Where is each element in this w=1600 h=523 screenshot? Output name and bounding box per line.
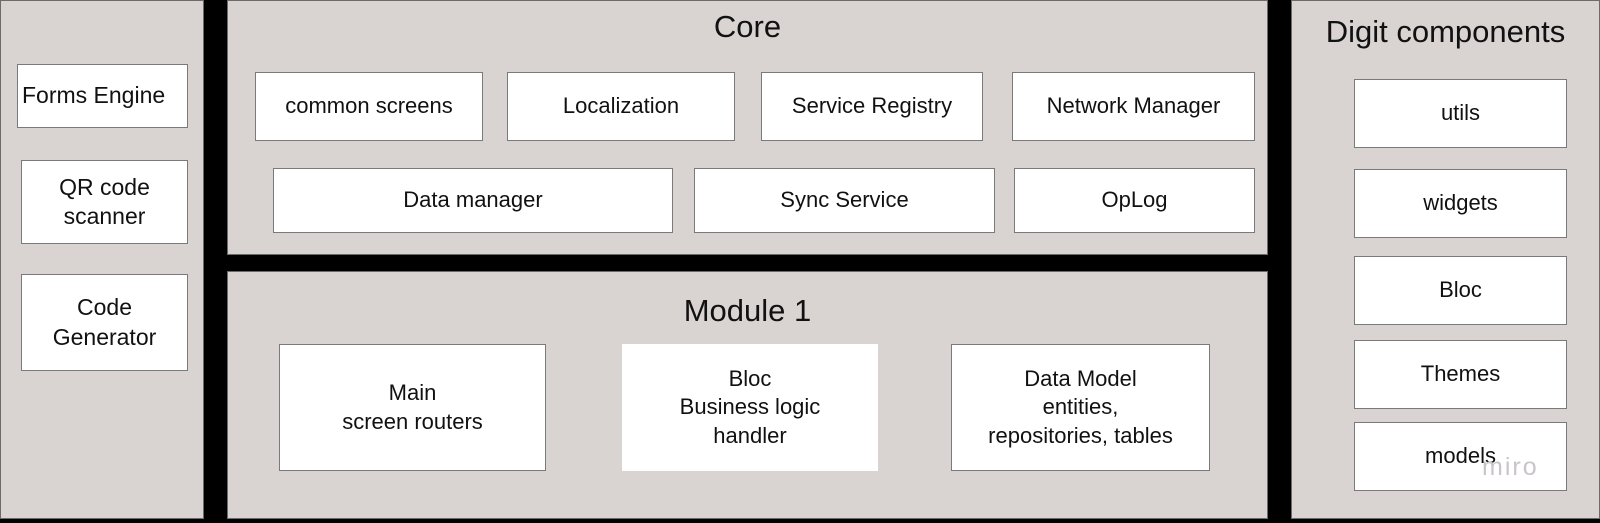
node-models[interactable]: models	[1354, 422, 1567, 491]
digit-components-panel-title: Digit components	[1325, 14, 1566, 49]
node-label: Code Generator	[52, 294, 157, 350]
node-main-screen-routers[interactable]: Main screen routers	[279, 344, 546, 471]
node-label: utils	[1440, 100, 1481, 126]
node-label: Bloc	[1439, 277, 1482, 303]
node-bloc[interactable]: Bloc	[1354, 256, 1567, 325]
node-label: Network Manager	[1046, 93, 1221, 119]
node-label: widgets	[1423, 190, 1498, 216]
node-label: Localization	[562, 93, 680, 119]
node-label: Forms Engine	[22, 82, 166, 109]
digit-components-panel: Digit components utils widgets Bloc Them…	[1291, 0, 1600, 519]
node-sync-service[interactable]: Sync Service	[694, 168, 995, 233]
left-panel: Forms Engine QR code scanner Code Genera…	[0, 0, 204, 519]
node-label: Data manager	[403, 187, 543, 213]
node-label: common screens	[285, 93, 453, 119]
node-label: Service Registry	[791, 93, 953, 119]
node-qr-code-scanner[interactable]: QR code scanner	[21, 160, 188, 244]
node-label: QR code scanner	[59, 173, 150, 229]
node-network-manager[interactable]: Network Manager	[1012, 72, 1255, 141]
node-localization[interactable]: Localization	[507, 72, 735, 141]
node-widgets[interactable]: widgets	[1354, 169, 1567, 238]
core-panel: Core common screens Localization Service…	[227, 0, 1268, 255]
node-common-screens[interactable]: common screens	[255, 72, 483, 141]
node-utils[interactable]: utils	[1354, 79, 1567, 148]
node-label: Main screen routers	[342, 380, 483, 434]
node-label: Themes	[1420, 361, 1501, 387]
module-1-panel: Module 1 Main screen routers Bloc Busine…	[227, 271, 1268, 519]
node-label: models	[1425, 443, 1496, 469]
node-forms-engine[interactable]: Forms Engine	[17, 64, 188, 128]
node-label: Sync Service	[780, 187, 909, 213]
node-label: Bloc Business logic handler	[679, 366, 821, 448]
core-panel-title: Core	[713, 9, 782, 44]
node-bloc-business-logic-handler[interactable]: Bloc Business logic handler	[622, 344, 878, 471]
node-label: Data Model entities, repositories, table…	[988, 366, 1173, 448]
node-data-manager[interactable]: Data manager	[273, 168, 673, 233]
node-label: OpLog	[1101, 187, 1168, 213]
node-code-generator[interactable]: Code Generator	[21, 274, 188, 371]
module-1-panel-title: Module 1	[683, 293, 812, 328]
node-service-registry[interactable]: Service Registry	[761, 72, 983, 141]
node-data-model[interactable]: Data Model entities, repositories, table…	[951, 344, 1210, 471]
node-oplog[interactable]: OpLog	[1014, 168, 1255, 233]
node-themes[interactable]: Themes	[1354, 340, 1567, 409]
